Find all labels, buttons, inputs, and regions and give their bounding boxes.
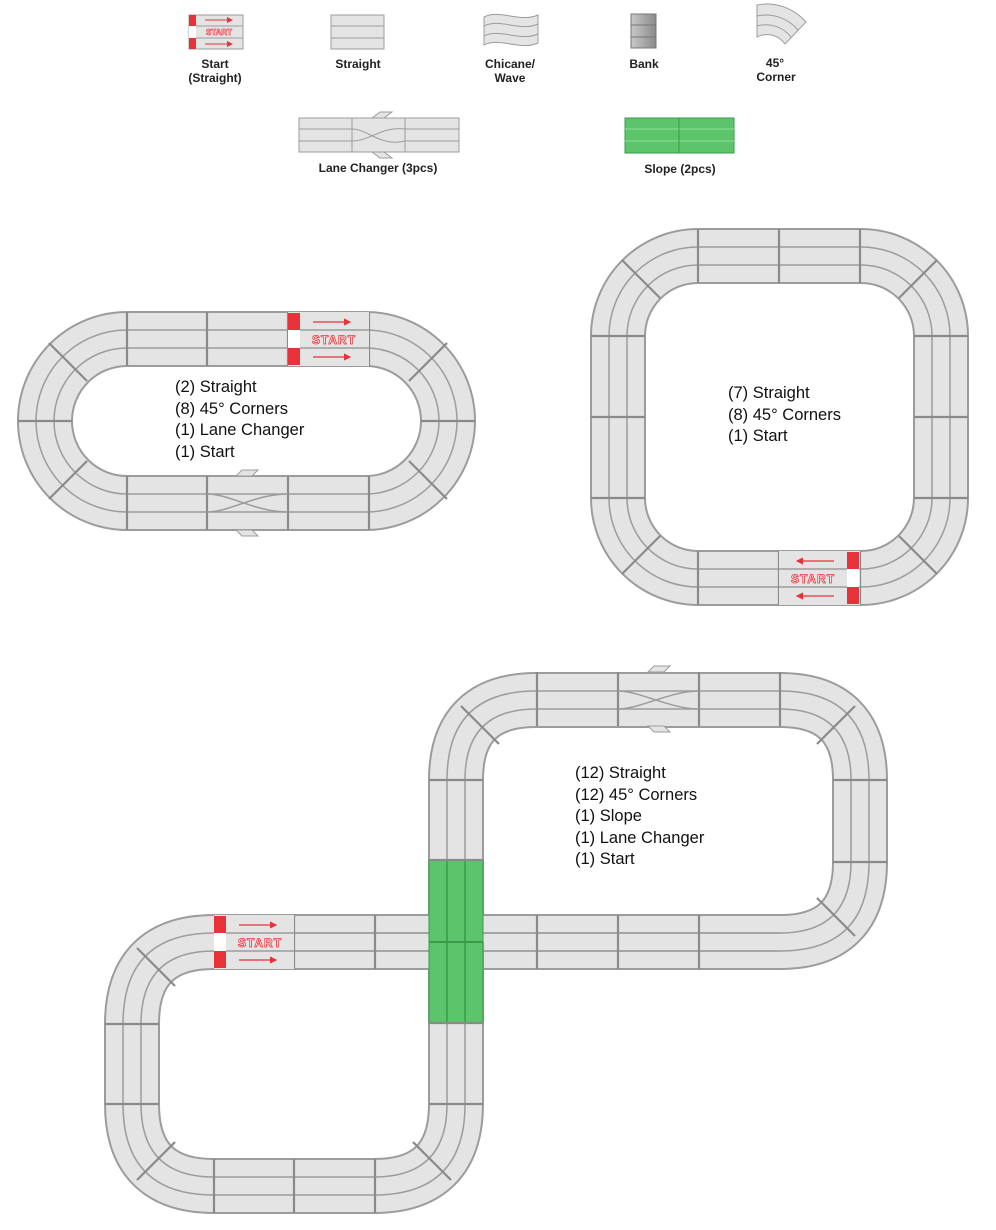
legend-corner-label: 45° [766,56,784,70]
legend-chicane-label: Chicane/ [485,57,536,71]
figure8-info-line-3: (1) Slope [575,807,642,825]
oval-info-line-2: (8) 45° Corners [175,400,288,418]
legend-lane-changer-piece [298,111,460,159]
figure8-info-line-1: (12) Straight [575,764,666,782]
figure8-info: (12) Straight (12) 45° Corners (1) Slope… [575,764,705,868]
legend-start-sublabel: (Straight) [188,71,241,85]
oval-start-piece: START [288,312,369,366]
legend-start-label: Start [201,57,228,71]
figure8-info-line-4: (1) Lane Changer [575,829,705,847]
oval-info-line-4: (1) Start [175,443,235,461]
legend-straight-label: Straight [335,57,380,71]
square-info-line-1: (7) Straight [728,384,810,402]
square-start-text: START [791,572,835,586]
legend-corner-sublabel: Corner [756,70,796,84]
figure8-start-piece: START [214,915,294,969]
legend-start-piece: START [188,14,244,50]
oval-start-text: START [312,333,356,347]
legend-chicane-sublabel: Wave [495,71,526,85]
legend-chicane-piece [483,13,539,47]
figure8-track [104,665,888,1214]
square-info-line-3: (1) Start [728,427,788,445]
oval-track [17,311,476,537]
legend-start-piece-text: START [206,28,232,37]
legend-corner-piece [756,3,807,45]
square-info: (7) Straight (8) 45° Corners (1) Start [728,384,841,445]
legend-bank-piece [630,13,657,49]
oval-info: (2) Straight (8) 45° Corners (1) Lane Ch… [175,378,305,461]
legend-slope-piece [624,117,735,154]
figure8-info-line-5: (1) Start [575,850,635,868]
legend-straight-piece [330,14,385,50]
figure8-info-line-2: (12) 45° Corners [575,786,697,804]
oval-info-line-1: (2) Straight [175,378,257,396]
square-info-line-2: (8) 45° Corners [728,406,841,424]
figure8-start-text: START [238,936,282,950]
legend-lane-changer-label: Lane Changer (3pcs) [319,161,438,175]
square-start-piece: START [779,551,860,605]
legend-slope-label: Slope (2pcs) [644,162,715,176]
oval-info-line-3: (1) Lane Changer [175,421,305,439]
legend-bank-label: Bank [629,57,659,71]
